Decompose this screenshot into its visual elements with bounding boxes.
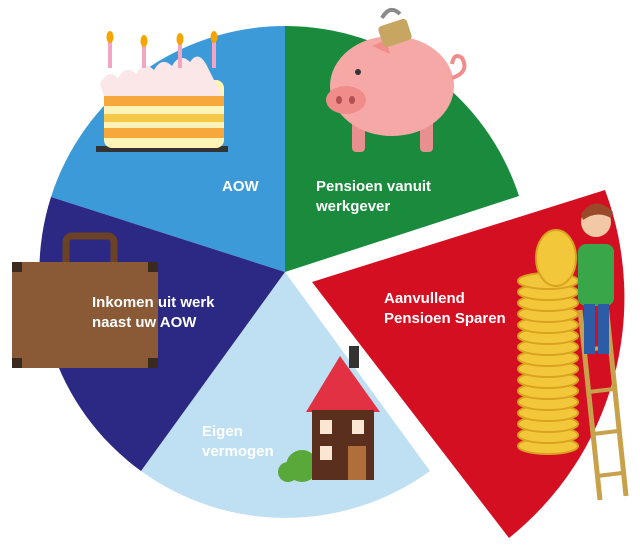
label-inkomen: Inkomen uit werk naast uw AOW [92, 294, 219, 331]
label-vermogen: Eigen vermogen [202, 423, 274, 460]
coins-ladder-illustration [517, 203, 629, 501]
label-werkgever: Pensioen vanuit werkgever [315, 178, 435, 215]
birthday-cake-illustration [96, 31, 228, 152]
briefcase-illustration [12, 232, 158, 368]
house-illustration [278, 346, 380, 482]
piggy-bank-illustration [326, 7, 467, 152]
label-aanvullend: Aanvullend Pensioen Sparen [384, 290, 506, 327]
label-aow: AOW [222, 178, 260, 195]
